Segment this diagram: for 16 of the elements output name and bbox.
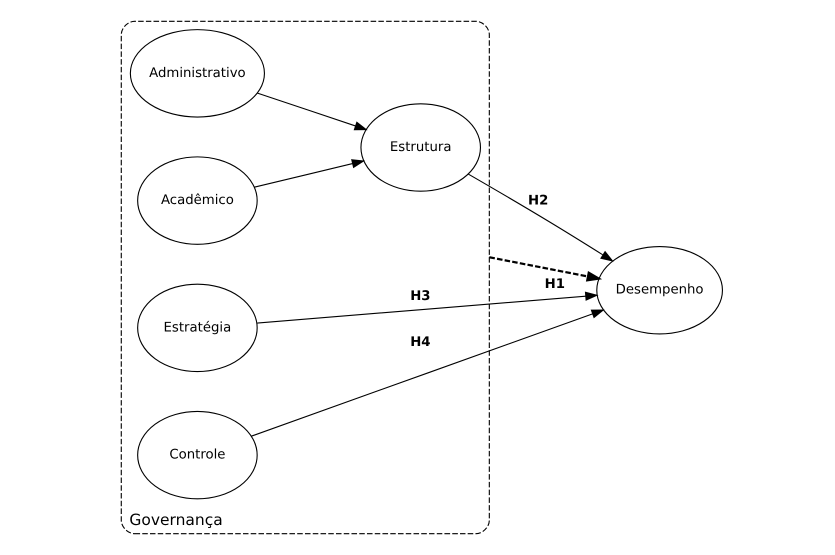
edge-label: H4 xyxy=(410,335,431,350)
arrow xyxy=(468,174,614,262)
edge-label: H2 xyxy=(528,194,548,209)
arrow xyxy=(251,310,605,437)
node-ellipse: Estratégia xyxy=(137,284,258,372)
node-ellipse: Administrativo xyxy=(130,29,265,118)
arrow xyxy=(489,256,602,282)
arrow xyxy=(254,159,366,188)
node-ellipse: Desempenho xyxy=(596,246,723,334)
edge-label: H1 xyxy=(544,276,565,292)
node-ellipse: Estrutura xyxy=(360,103,482,192)
arrow xyxy=(257,292,598,324)
node-ellipse: Acadêmico xyxy=(137,156,258,245)
node-ellipse: Controle xyxy=(137,410,258,500)
arrow xyxy=(257,92,368,130)
edge-label: H3 xyxy=(410,288,431,304)
